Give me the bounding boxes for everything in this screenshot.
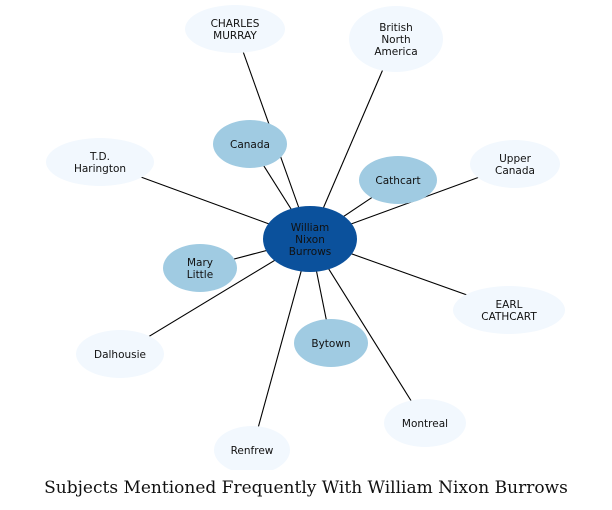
node-bytown: Bytown xyxy=(294,319,368,367)
node-label: Harington xyxy=(74,163,126,175)
node-label: Cathcart xyxy=(375,175,420,187)
node-ellipse xyxy=(263,206,357,272)
node-dalhousie: Dalhousie xyxy=(76,330,164,378)
node-label: T.D. xyxy=(89,151,110,163)
node-label: Canada xyxy=(230,139,270,151)
edge-renfrew xyxy=(251,238,311,451)
node-label: Renfrew xyxy=(231,445,274,457)
node-label: EARL xyxy=(496,299,523,311)
network-diagram: CHARLESMURRAYBritishNorthAmericaCanadaT.… xyxy=(46,5,565,470)
node-label: Bytown xyxy=(311,338,350,350)
node-ellipse xyxy=(214,426,290,470)
edge-montreal xyxy=(309,238,426,424)
node-label: America xyxy=(374,46,417,58)
node-canada: Canada xyxy=(213,120,287,168)
node-renfrew: Renfrew xyxy=(214,426,290,470)
node-label: William xyxy=(291,222,329,234)
node-ellipse xyxy=(213,120,287,168)
node-td-harington: T.D.Harington xyxy=(46,138,154,186)
node-ellipse xyxy=(470,140,560,188)
node-ellipse xyxy=(163,244,237,292)
node-ellipse xyxy=(76,330,164,378)
diagram-caption: Subjects Mentioned Frequently With Willi… xyxy=(44,478,568,498)
edge-british-north-america xyxy=(309,38,397,240)
nodes: CHARLESMURRAYBritishNorthAmericaCanadaT.… xyxy=(46,5,565,470)
node-label: Mary xyxy=(187,257,213,269)
node-label: North xyxy=(381,34,410,46)
node-label: Nixon xyxy=(295,234,325,246)
node-ellipse xyxy=(294,319,368,367)
node-label: Burrows xyxy=(289,246,332,258)
node-ellipse xyxy=(384,399,466,447)
node-label: Dalhousie xyxy=(94,349,146,361)
node-label: CATHCART xyxy=(481,311,537,323)
node-label: Upper xyxy=(499,153,531,165)
node-label: MURRAY xyxy=(213,30,257,42)
node-label: Montreal xyxy=(402,418,448,430)
node-label: CHARLES xyxy=(211,18,260,30)
node-ellipse xyxy=(185,5,285,53)
node-label: Canada xyxy=(495,165,535,177)
node-montreal: Montreal xyxy=(384,399,466,447)
node-ellipse xyxy=(349,6,443,72)
node-cathcart: Cathcart xyxy=(359,156,437,204)
node-label: Little xyxy=(187,269,213,281)
node-ellipse xyxy=(359,156,437,204)
node-ellipse xyxy=(453,286,565,334)
node-ellipse xyxy=(46,138,154,186)
node-label: British xyxy=(379,22,413,34)
